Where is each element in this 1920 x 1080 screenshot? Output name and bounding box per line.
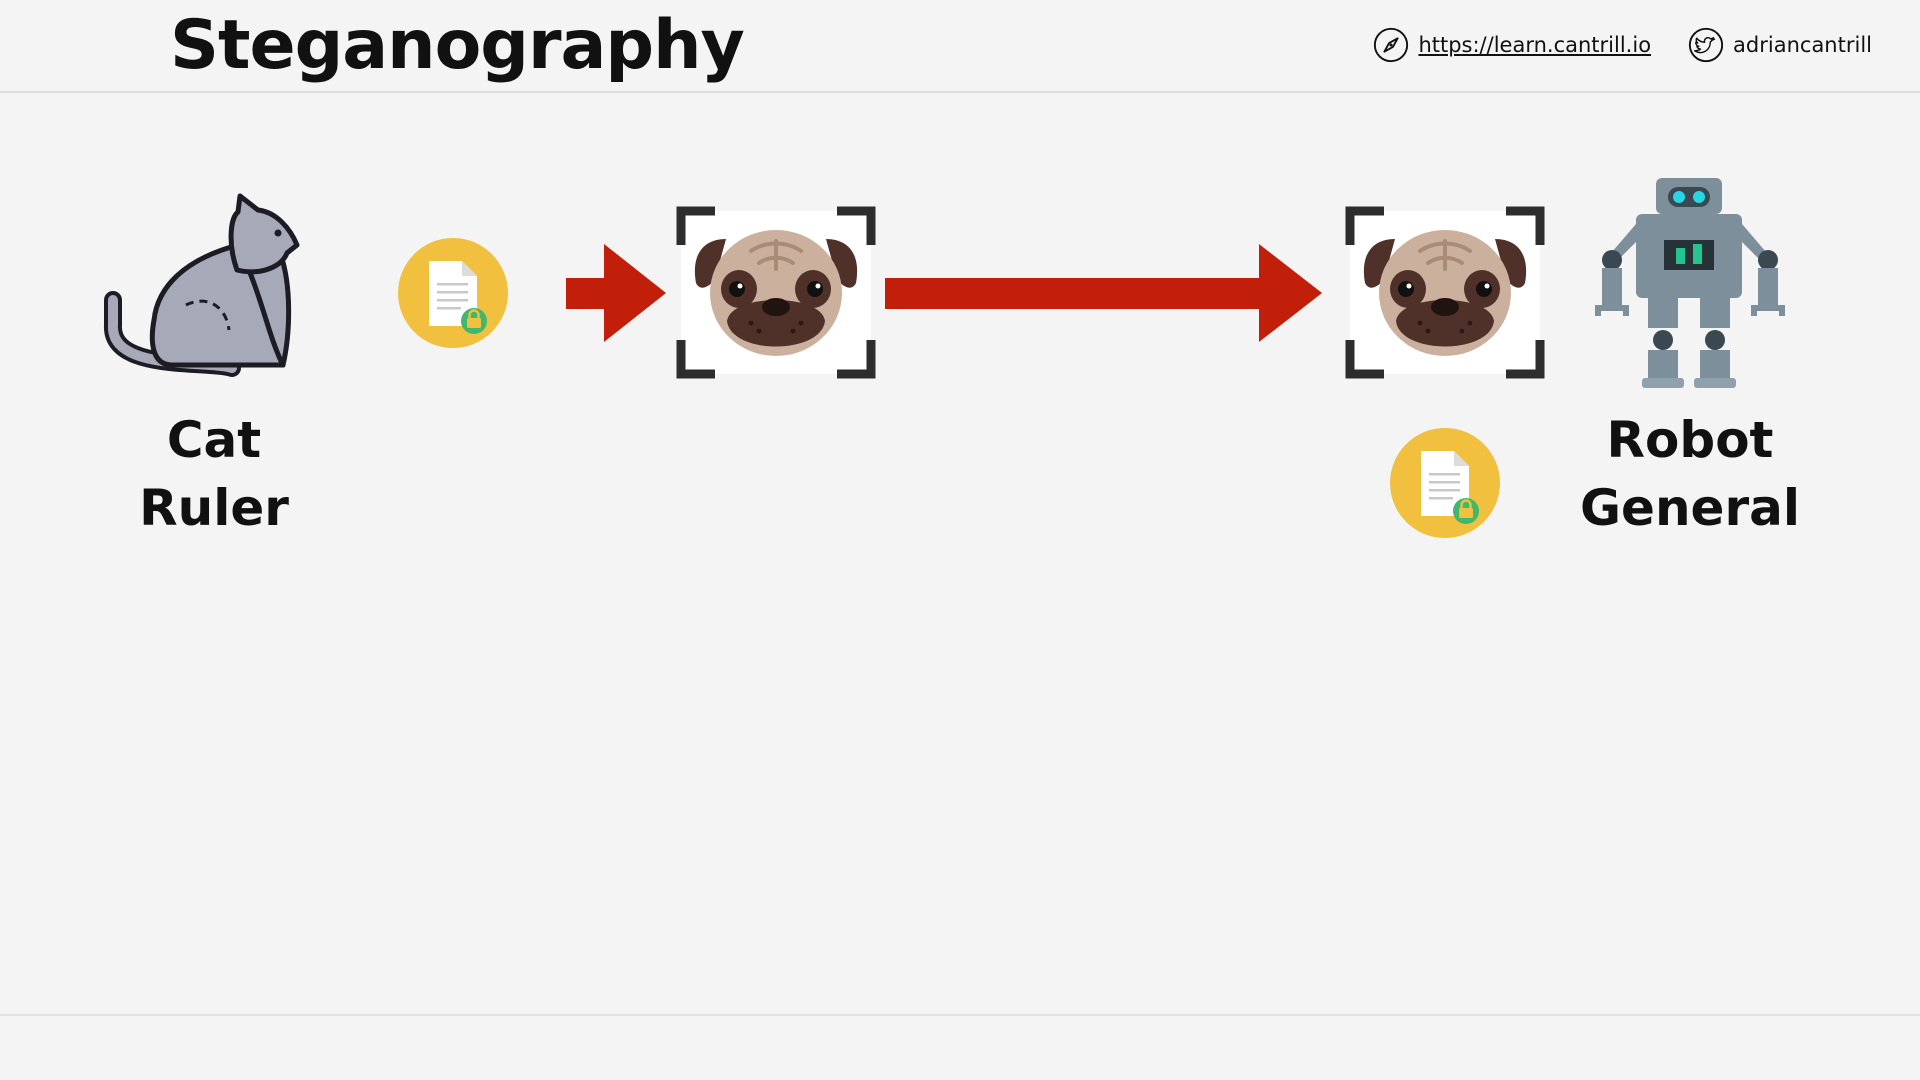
- receiver-label-line2: General: [1580, 479, 1800, 537]
- twitter-handle[interactable]: adriancantrill: [1733, 33, 1872, 57]
- header-divider: [0, 91, 1920, 93]
- locked-document-icon: [398, 238, 508, 348]
- sender-label-line1: Cat: [166, 411, 262, 469]
- twitter-link[interactable]: adriancantrill: [1687, 26, 1872, 64]
- cat-icon: [104, 193, 300, 377]
- sender-label: Cat Ruler: [84, 406, 344, 542]
- sender-label-line2: Ruler: [139, 479, 289, 537]
- slide-title: Steganography: [170, 6, 745, 85]
- compass-icon: [1374, 27, 1409, 63]
- footer-divider: [0, 1014, 1920, 1016]
- pug-photo-icon: [1345, 206, 1545, 379]
- pug-photo-icon: [676, 206, 876, 379]
- website-link[interactable]: https://learn.cantrill.io: [1372, 26, 1651, 64]
- header-links: https://learn.cantrill.io adriancantrill: [1336, 26, 1872, 64]
- receiver-label: Robot General: [1560, 406, 1820, 542]
- website-url[interactable]: https://learn.cantrill.io: [1418, 33, 1652, 57]
- locked-document-icon: [1390, 428, 1500, 538]
- robot-icon: [1595, 178, 1785, 388]
- arrow-right-icon: [566, 244, 666, 342]
- receiver-label-line1: Robot: [1606, 411, 1774, 469]
- arrow-right-icon: [885, 244, 1322, 342]
- twitter-bird-icon: [1688, 27, 1724, 63]
